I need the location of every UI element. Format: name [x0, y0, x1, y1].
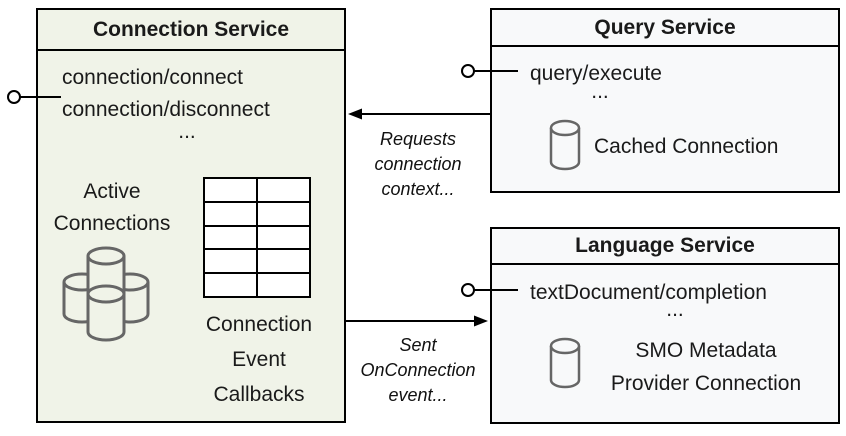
arrow-connection-to-language	[346, 315, 488, 327]
connection-endpoint-connect: connection/connect	[62, 66, 243, 89]
smo-metadata-connection-label: SMO Metadata Provider Connection	[610, 339, 802, 395]
cached-connection-label: Cached Connection	[594, 135, 779, 158]
database-cluster-icon	[62, 246, 150, 342]
database-icon	[549, 119, 581, 171]
callback-table	[203, 177, 311, 298]
table-cell	[205, 226, 256, 249]
table-cell	[258, 202, 309, 225]
language-service-box: Language Service	[490, 227, 840, 424]
language-service-title: Language Service	[492, 229, 838, 265]
arrow-query-to-connection	[348, 108, 490, 120]
table-cell	[205, 250, 256, 273]
language-endpoint-completion: textDocument/completion	[530, 281, 767, 304]
language-endpoints-ellipsis: ...	[666, 298, 684, 321]
query-endpoints-ellipsis: ...	[591, 80, 609, 103]
table-cell	[258, 226, 309, 249]
table-cell	[258, 179, 309, 201]
table-cell	[205, 179, 256, 201]
requests-connection-context-label: Requests connection context...	[374, 129, 462, 199]
database-icon	[549, 337, 581, 389]
query-service-box: Query Service	[490, 8, 840, 193]
table-cell	[258, 274, 309, 296]
table-cell	[205, 274, 256, 296]
active-connections-label: Active Connections	[53, 180, 171, 235]
connection-endpoint-disconnect: connection/disconnect	[62, 98, 270, 121]
table-cell	[258, 250, 309, 273]
sent-onconnection-event-label: Sent OnConnection event...	[360, 335, 476, 405]
connection-endpoints-ellipsis: ...	[178, 120, 196, 143]
table-cell	[205, 202, 256, 225]
query-service-title: Query Service	[492, 10, 838, 47]
query-endpoint-execute: query/execute	[530, 62, 662, 85]
connection-service-title: Connection Service	[38, 10, 344, 51]
connection-event-callbacks-label: Connection Event Callbacks	[205, 313, 313, 406]
